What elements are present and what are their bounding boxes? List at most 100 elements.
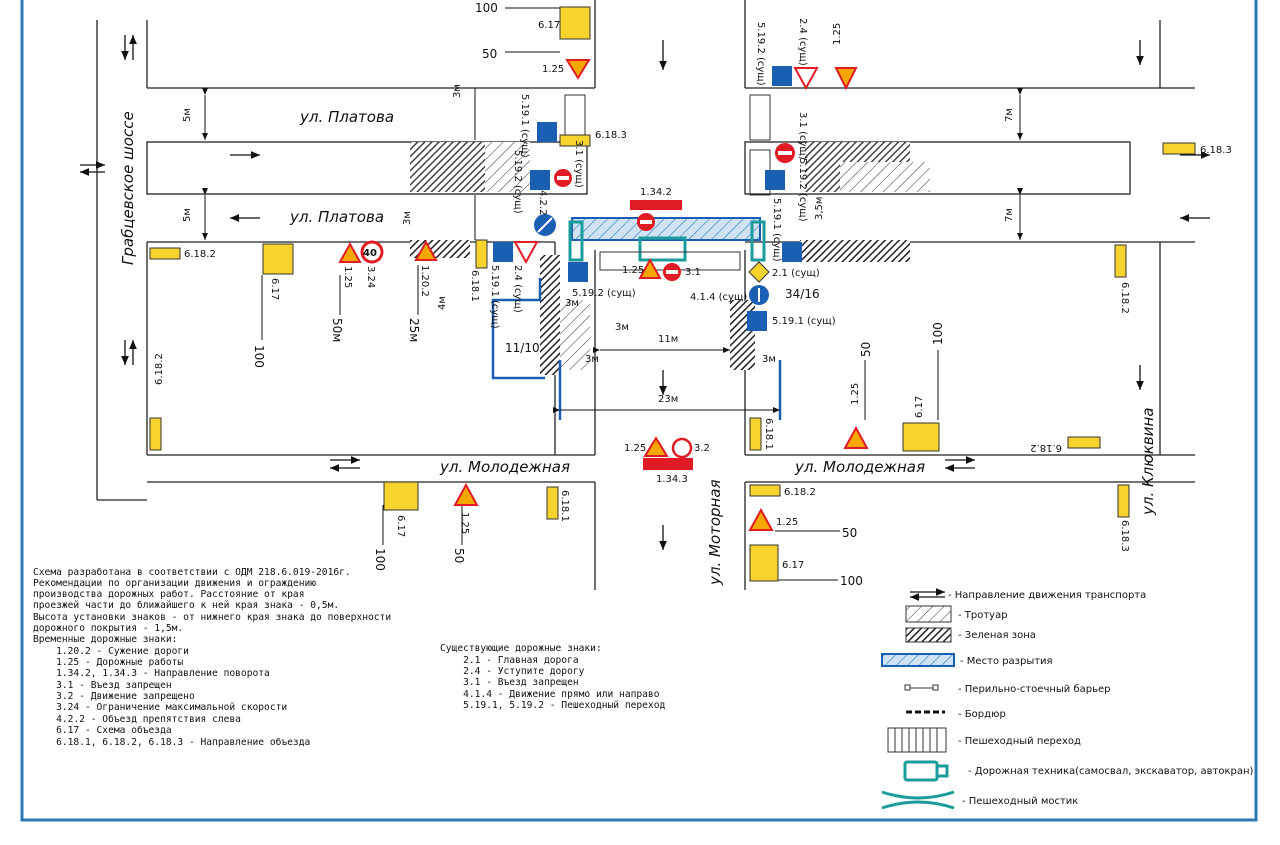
road-works-icon — [643, 436, 669, 457]
road-works-icon — [338, 241, 362, 263]
label-6183-top: 6.18.3 — [595, 130, 627, 141]
label-6183-right: 6.18.3 — [1200, 145, 1232, 156]
pedestrian-bridge — [638, 236, 687, 262]
label-617-top: 6.17 — [538, 20, 560, 31]
detour-plate-icon — [749, 417, 762, 451]
signs: 40 — [149, 6, 1196, 582]
notes-line: Высота установки знаков - от нижнего кра… — [33, 612, 391, 623]
dim-3m-f: 3м — [762, 354, 776, 365]
ratio-11-10: 11/10 — [505, 341, 540, 355]
label-617-cr: 6.17 — [914, 396, 925, 418]
label-617-bc: 6.17 — [782, 560, 804, 571]
label-5191-top: 5.19.1 (сущ) — [519, 94, 530, 158]
dim-3m-e: 3м — [585, 354, 599, 365]
label-32: 3.2 — [694, 443, 710, 454]
legend-footbridge: - Пешеходный мостик — [962, 796, 1078, 807]
road-works-icon — [748, 507, 774, 531]
excavation-zone — [571, 217, 761, 241]
existing-line: 2.4 - Уступите дорогу — [440, 666, 585, 677]
detour-plate-icon — [149, 417, 162, 451]
label-414: 4.1.4 (сущ) — [690, 292, 747, 303]
notes-line: 6.18.1, 6.18.2, 6.18.3 - Направление объ… — [33, 736, 310, 748]
dim-7m-a: 7м — [1004, 108, 1015, 122]
label-1202: 1.20.2 — [419, 265, 430, 297]
detour-plate-icon — [475, 239, 488, 269]
turn-direction-plate-icon — [643, 458, 693, 470]
dist-50-bl: 50 — [452, 548, 466, 563]
pedestrian-crossing-sign-icon — [782, 242, 802, 262]
label-422: 4.2.2 — [537, 190, 548, 215]
leader-lines — [261, 7, 939, 581]
label-6182-br: 6.18.2 — [1030, 442, 1062, 453]
road-works-icon — [453, 482, 479, 506]
street-platova-top: ул. Платова — [299, 108, 394, 126]
notes-line: Рекомендации по организации движения и о… — [33, 578, 316, 589]
dimension-lines — [202, 88, 1023, 413]
detour-plate-icon — [546, 486, 559, 520]
dim-35m: 3,5м — [814, 197, 825, 220]
detour-scheme-icon — [262, 243, 294, 275]
road-machinery-2 — [750, 220, 766, 262]
label-617-left: 6.17 — [269, 278, 280, 300]
label-6181-bl: 6.18.1 — [559, 490, 570, 522]
road-works-icon — [843, 425, 869, 449]
detour-scheme-icon — [749, 544, 779, 582]
label-125-top: 1.25 — [542, 64, 564, 75]
label-6182-right: 6.18.2 — [1119, 282, 1130, 314]
detour-scheme-icon — [383, 481, 419, 511]
pedestrian-crossing-sign-icon — [493, 242, 513, 262]
existing-line: 3.1 - Въезд запрещен — [440, 677, 579, 688]
detour-plate-icon — [559, 134, 591, 147]
dim-3m-b: 3м — [402, 211, 413, 225]
pedestrian-crossings — [564, 94, 771, 271]
dist-100-bl: 100 — [373, 548, 387, 571]
label-125-topright: 1.25 — [832, 23, 843, 45]
legend-machinery: - Дорожная техника(самосвал, экскаватор,… — [968, 766, 1253, 777]
traffic-arrows — [80, 35, 1210, 550]
turn-direction-plate-icon — [630, 200, 682, 210]
label-6181-cb: 6.18.1 — [763, 418, 774, 450]
notes-line: 3.24 - Ограничение максимальной скорости — [33, 701, 287, 713]
dim-11m: 11м — [658, 334, 678, 345]
street-grabtsevskoe: Грабцевское шоссе — [119, 111, 137, 265]
dim-5m-a: 5м — [182, 108, 193, 122]
label-125-bottom: 1.25 — [624, 443, 646, 454]
label-5191-cr: 5.19.1 (сущ) — [772, 316, 836, 327]
notes-line: 3.1 - Въезд запрещен — [33, 680, 172, 691]
dist-50m: 50м — [330, 318, 344, 342]
no-traffic-icon — [671, 437, 693, 459]
existing-line: 4.1.4 - Движение прямо или направо — [440, 689, 660, 700]
notes-line: Временные дорожные знаки: — [33, 634, 177, 645]
dim-5m-b: 5м — [182, 208, 193, 222]
general-notes: Схема разработана в соответствии с ОДМ 2… — [33, 566, 391, 748]
road-works-icon — [834, 67, 858, 91]
notes-line: проезжей части до ближайшего к ней края … — [33, 599, 339, 611]
pedestrian-crossing-sign-icon — [530, 170, 550, 190]
label-5191-left: 5.19.1 (сущ) — [489, 265, 500, 329]
label-6181-left: 6.18.1 — [469, 270, 480, 302]
road-machinery — [568, 220, 584, 262]
road-works-icon — [565, 59, 591, 80]
label-31-right: 3.1 (сущ) — [797, 112, 808, 160]
dist-50-top: 50 — [482, 47, 497, 61]
label-125-bc: 1.25 — [776, 517, 798, 528]
legend-curb: - Бордюр — [958, 709, 1006, 720]
dist-50-right: 50 — [859, 342, 873, 357]
street-platova-bottom: ул. Платова — [289, 208, 384, 226]
legend-traffic-direction: - Направление движения транспорта — [948, 590, 1146, 601]
legend: - Направление движения транспорта - Трот… — [881, 588, 1253, 810]
label-125-cr: 1.25 — [850, 383, 861, 405]
notes-line: Схема разработана в соответствии с ОДМ 2… — [33, 566, 351, 578]
existing-line: 2.1 - Главная дорога — [440, 655, 579, 666]
pedestrian-crossing-sign-icon — [772, 66, 792, 86]
legend-crosswalk: - Пешеходный переход — [958, 736, 1081, 747]
label-6182-left: 6.18.2 — [184, 249, 216, 260]
detour-plate-icon — [149, 247, 181, 260]
detour-scheme-icon — [902, 422, 940, 452]
notes-line: производства дорожных работ. Расстояние … — [33, 588, 304, 600]
detour-plate-icon — [1067, 436, 1101, 449]
existing-line: 5.19.1, 5.19.2 - Пешеходный переход — [440, 699, 665, 711]
label-5192-topright: 5.19.2 (сущ) — [755, 22, 766, 86]
existing-signs-notes: Существующие дорожные знаки: 2.1 - Главн… — [440, 643, 665, 711]
label-617-bl: 6.17 — [395, 515, 406, 537]
